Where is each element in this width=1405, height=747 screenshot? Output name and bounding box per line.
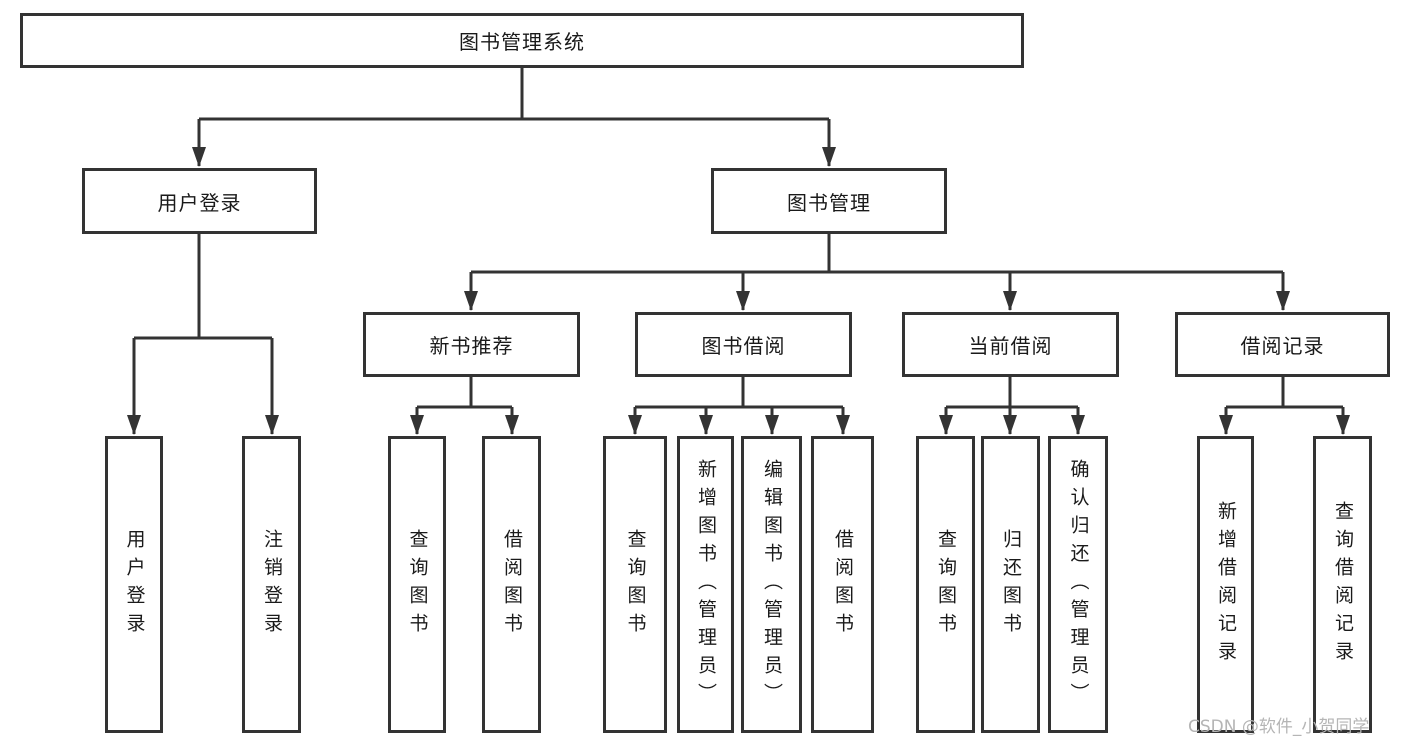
leaf-add-book-admin: 新增图书（管理员） <box>677 436 734 733</box>
leaf-query-borrow-record-label: 查询借阅记录 <box>1332 500 1354 669</box>
leaf-query-borrow-record: 查询借阅记录 <box>1313 436 1372 733</box>
node-root-label: 图书管理系统 <box>459 30 585 54</box>
leaf-logout-label: 注销登录 <box>261 528 283 641</box>
node-current-borrow-label: 当前借阅 <box>968 334 1053 358</box>
leaf-borrow-book: 借阅图书 <box>811 436 874 733</box>
leaf-return-book-label: 归还图书 <box>1000 528 1022 641</box>
leaf-borrow-book-recommend: 借阅图书 <box>482 436 541 733</box>
node-root: 图书管理系统 <box>20 13 1024 68</box>
leaf-query-books-current: 查询图书 <box>916 436 975 733</box>
node-book-management: 图书管理 <box>711 168 947 234</box>
node-borrow-records-label: 借阅记录 <box>1240 334 1325 358</box>
csdn-watermark: CSDN @软件_小贺同学 <box>1188 717 1370 737</box>
leaf-add-borrow-record-label: 新增借阅记录 <box>1215 500 1237 669</box>
leaf-logout: 注销登录 <box>242 436 301 733</box>
node-user-login: 用户登录 <box>82 168 317 234</box>
leaf-borrow-book-label: 借阅图书 <box>832 528 854 641</box>
leaf-edit-book-admin: 编辑图书（管理员） <box>741 436 802 733</box>
leaf-user-login-label: 用户登录 <box>123 528 146 641</box>
node-user-login-label: 用户登录 <box>157 190 242 215</box>
leaf-query-books-current-label: 查询图书 <box>935 528 957 641</box>
node-new-book-recommend-label: 新书推荐 <box>429 334 514 358</box>
node-book-borrow: 图书借阅 <box>635 312 852 377</box>
leaf-query-books-recommend: 查询图书 <box>388 436 446 733</box>
leaf-borrow-book-recommend-label: 借阅图书 <box>501 528 523 641</box>
leaf-return-book: 归还图书 <box>981 436 1040 733</box>
leaf-confirm-return-admin-label: 确认归还（管理员） <box>1067 458 1090 711</box>
leaf-query-books-recommend-label: 查询图书 <box>406 528 429 641</box>
node-current-borrow: 当前借阅 <box>902 312 1119 377</box>
leaf-add-book-admin-label: 新增图书（管理员） <box>695 458 717 711</box>
leaf-add-borrow-record: 新增借阅记录 <box>1197 436 1254 733</box>
leaf-query-books-borrow: 查询图书 <box>603 436 667 733</box>
node-borrow-records: 借阅记录 <box>1175 312 1390 377</box>
leaf-edit-book-admin-label: 编辑图书（管理员） <box>761 458 783 711</box>
leaf-confirm-return-admin: 确认归还（管理员） <box>1048 436 1108 733</box>
leaf-query-books-borrow-label: 查询图书 <box>624 528 647 641</box>
node-new-book-recommend: 新书推荐 <box>363 312 580 377</box>
node-book-management-label: 图书管理 <box>787 190 871 215</box>
leaf-user-login: 用户登录 <box>105 436 163 733</box>
node-book-borrow-label: 图书借阅 <box>701 334 786 358</box>
